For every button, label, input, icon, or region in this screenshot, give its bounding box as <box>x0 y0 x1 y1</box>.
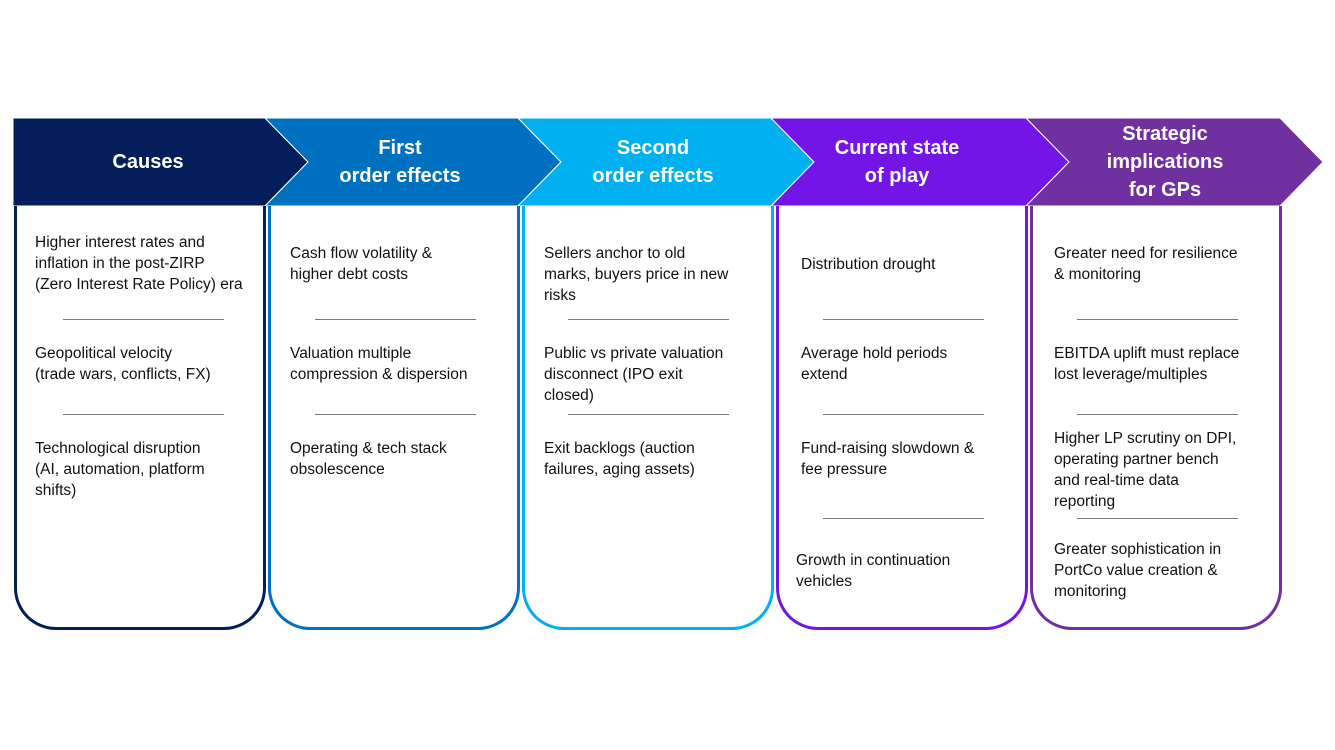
list-item: Higher interest rates and inflation in t… <box>35 234 243 293</box>
stage-title-strategic: Strategic implications for GPs <box>1106 123 1224 201</box>
divider <box>1077 319 1238 320</box>
list-item: Geopolitical velocity (trade wars, confl… <box>35 345 211 383</box>
list-item: Sellers anchor to old marks, buyers pric… <box>544 245 729 304</box>
divider <box>63 414 224 415</box>
stage-card-strategic: Greater need for resilience & monitoring… <box>1030 206 1282 630</box>
list-item: Distribution drought <box>801 256 936 273</box>
stage-card-second-order: Sellers anchor to old marks, buyers pric… <box>522 206 774 630</box>
list-item: Average hold periods extend <box>801 345 948 383</box>
list-item: Operating & tech stack obsolescence <box>290 440 447 478</box>
list-item: Greater need for resilience & monitoring <box>1054 245 1238 283</box>
divider <box>568 319 729 320</box>
stage-title-causes: Causes <box>112 151 184 173</box>
divider <box>63 319 224 320</box>
list-item: Higher LP scrutiny on DPI, operating par… <box>1054 430 1237 510</box>
divider <box>823 319 984 320</box>
divider <box>568 414 729 415</box>
stage-card-first-order: Cash flow volatility & higher debt costs… <box>268 206 520 630</box>
list-item: EBITDA uplift must replace lost leverage… <box>1054 345 1240 383</box>
stage-title-first-order: First order effects <box>339 137 461 187</box>
divider <box>315 414 476 415</box>
list-item: Growth in continuation vehicles <box>796 552 951 590</box>
list-item: Fund-raising slowdown & fee pressure <box>801 440 975 478</box>
divider <box>1077 518 1238 519</box>
list-item: Cash flow volatility & higher debt costs <box>290 245 433 283</box>
divider <box>823 414 984 415</box>
divider <box>315 319 476 320</box>
divider <box>823 518 984 519</box>
list-item: Valuation multiple compression & dispers… <box>290 345 468 383</box>
list-item: Exit backlogs (auction failures, aging a… <box>544 440 695 478</box>
stage-card-causes: Higher interest rates and inflation in t… <box>14 206 266 630</box>
stage-title-second-order: Second order effects <box>592 137 714 187</box>
list-item: Public vs private valuation disconnect (… <box>544 345 724 404</box>
list-item: Greater sophistication in PortCo value c… <box>1054 541 1222 600</box>
stage-title-current-state: Current state of play <box>834 137 960 187</box>
stage-card-current-state: Distribution drought Average hold period… <box>776 206 1028 630</box>
divider <box>1077 414 1238 415</box>
list-item: Technological disruption (AI, automation… <box>35 440 205 499</box>
